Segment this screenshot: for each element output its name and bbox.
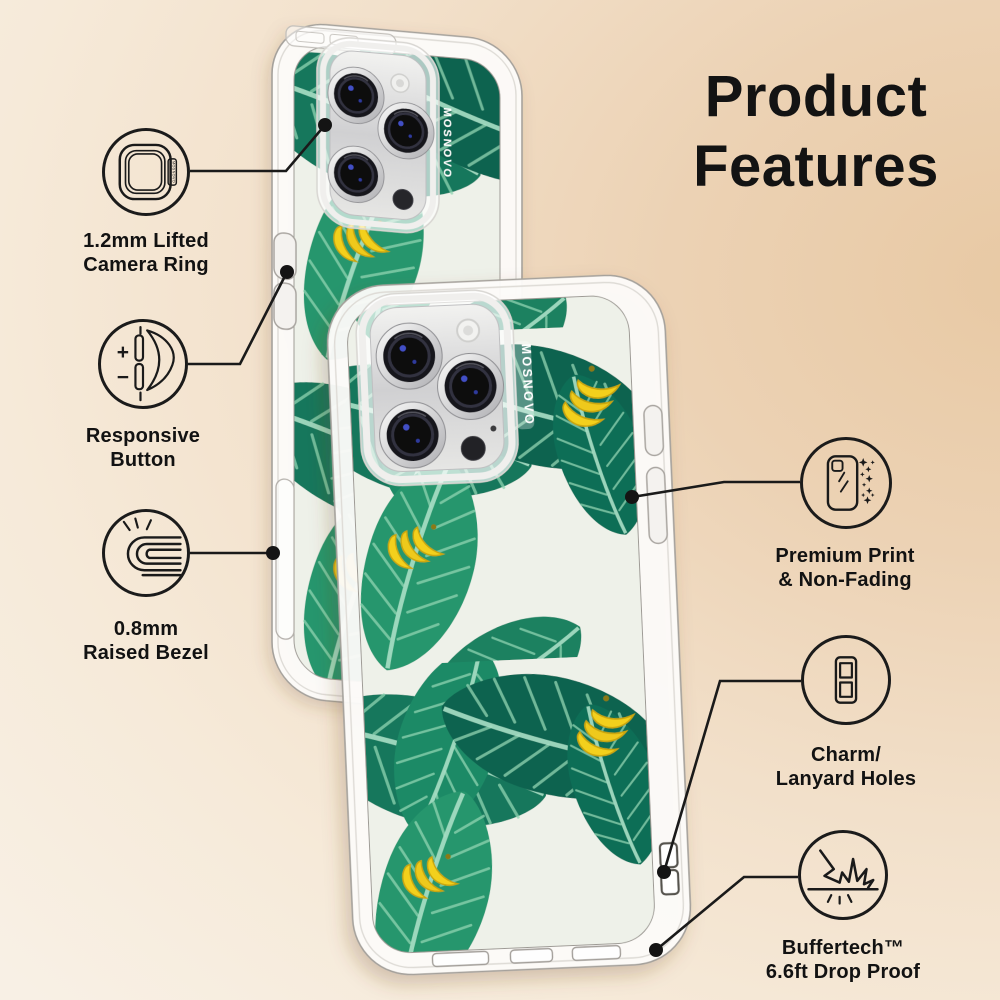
speaker-cutout: [571, 944, 622, 962]
responsive-button-icon: + −: [117, 325, 175, 402]
side-button: [645, 466, 668, 545]
port-cutout: [509, 947, 554, 964]
page-title: Product Features: [640, 62, 992, 201]
volume-button-up: [273, 232, 297, 281]
svg-text:−: −: [117, 366, 129, 389]
callout-badge-drop-proof: [798, 830, 888, 920]
lidar-sensor: [460, 435, 486, 461]
brand-label-front: MOSNOVO: [519, 343, 537, 426]
premium-print-icon: [826, 455, 875, 511]
svg-text:+: +: [117, 341, 129, 364]
camera-module-back: [316, 37, 440, 234]
phone-case-front: MOSNOVO: [326, 274, 692, 976]
feature-label-responsive-button: Responsive Button: [85, 425, 201, 472]
callout-badge-lanyard-holes: [801, 635, 891, 725]
sparkle-stars: [858, 458, 875, 505]
speaker-cutout: [431, 950, 490, 968]
camera-module-front: [355, 289, 519, 487]
callout-badge-responsive-button: + −: [98, 319, 188, 409]
raised-bezel-icon: [122, 517, 182, 577]
callout-badge-premium-print: [800, 437, 892, 529]
side-rail-seam: [275, 478, 295, 640]
side-button: [643, 404, 665, 457]
camera-ring-icon: MOSNOVO: [118, 143, 178, 201]
callout-badge-raised-bezel: [102, 509, 190, 597]
callout-badge-camera-ring: MOSNOVO: [102, 128, 190, 216]
drop-impact-icon: [807, 849, 879, 905]
lidar-sensor: [392, 188, 414, 211]
feature-label-drop-proof: Buffertech™ 6.6ft Drop Proof: [765, 937, 921, 984]
mic-hole: [490, 425, 497, 432]
volume-button-down: [273, 282, 297, 331]
feature-label-raised-bezel: 0.8mm Raised Bezel: [83, 618, 209, 665]
svg-text:MOSNOVO: MOSNOVO: [171, 161, 175, 183]
feature-label-lanyard-holes: Charm/ Lanyard Holes: [775, 744, 917, 791]
brand-label-back: MOSNOVO: [441, 107, 453, 179]
feature-label-premium-print: Premium Print & Non-Fading: [775, 545, 915, 592]
title-line-2: Features: [693, 133, 939, 199]
lanyard-holes-icon: [834, 656, 858, 704]
feature-label-camera-ring: 1.2mm Lifted Camera Ring: [83, 230, 209, 277]
title-line-1: Product: [704, 64, 928, 129]
